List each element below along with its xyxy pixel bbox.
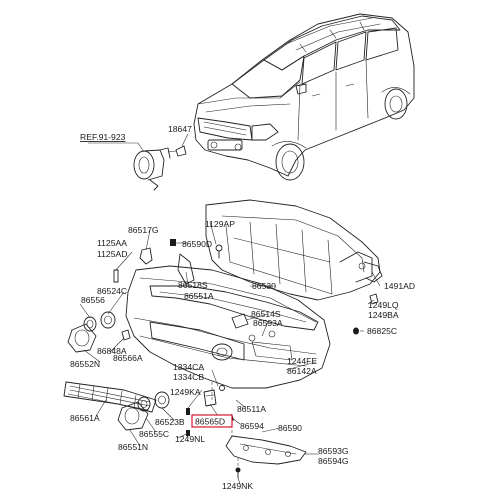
label-1249LQ[interactable]: 1249LQ — [368, 300, 399, 310]
part-labels: REF.91-923 18647 1129AP 86517G 86590D 11… — [70, 124, 415, 491]
label-1125AD[interactable]: 1125AD — [97, 249, 127, 259]
label-86561A[interactable]: 86561A — [70, 413, 100, 423]
label-86555C[interactable]: 86555C — [139, 429, 169, 439]
bumper-absorber — [149, 285, 319, 331]
label-86590[interactable]: 86590 — [278, 423, 302, 433]
label-1129AP[interactable]: 1129AP — [205, 219, 235, 229]
label-1249BA[interactable]: 1249BA — [368, 310, 399, 320]
label-1334CA[interactable]: 1334CA — [173, 362, 204, 372]
label-86530[interactable]: 86530 — [252, 281, 276, 291]
lower-grille — [63, 381, 157, 413]
highlight-box — [191, 414, 233, 428]
label-86518S[interactable]: 86518S — [178, 280, 208, 290]
label-86552N[interactable]: 86552N — [70, 359, 100, 369]
label-1249NK[interactable]: 1249NK — [222, 481, 253, 491]
label-ref-91-923[interactable]: REF.91-923 — [80, 132, 126, 142]
label-86514S[interactable]: 86514S — [251, 309, 281, 319]
label-1125AA[interactable]: 1125AA — [97, 238, 127, 248]
label-1249NL[interactable]: 1249NL — [175, 434, 205, 444]
label-86590D[interactable]: 86590D — [182, 239, 212, 249]
bumper-cover — [125, 265, 331, 389]
label-86556[interactable]: 86556 — [81, 295, 105, 305]
fog-bezels — [67, 311, 170, 431]
lower-skid-plate — [225, 435, 307, 479]
fog-lamp-assembly — [133, 145, 187, 191]
label-86566A[interactable]: 86566A — [113, 353, 143, 363]
label-86142A[interactable]: 86142A — [287, 366, 317, 376]
vehicle-illustration — [193, 13, 415, 181]
label-86593G[interactable]: 86593G — [318, 446, 349, 456]
leader-lines — [79, 133, 381, 485]
label-86593A[interactable]: 86593A — [253, 318, 283, 328]
label-86551N[interactable]: 86551N — [118, 442, 148, 452]
label-86524C[interactable]: 86524C — [97, 286, 127, 296]
label-1334CB[interactable]: 1334CB — [173, 372, 204, 382]
label-18647[interactable]: 18647 — [168, 124, 192, 134]
label-1244FE[interactable]: 1244FE — [287, 356, 317, 366]
label-1491AD[interactable]: 1491AD — [384, 281, 415, 291]
label-86523B[interactable]: 86523B — [155, 417, 185, 427]
label-86511A[interactable]: 86511A — [237, 404, 266, 414]
label-86517G[interactable]: 86517G — [128, 225, 159, 235]
label-86594[interactable]: 86594 — [240, 421, 264, 431]
bumper-carrier — [205, 199, 383, 301]
label-86848A[interactable]: 86848A — [97, 346, 127, 356]
label-86551A[interactable]: 86551A — [184, 291, 214, 301]
label-86594G[interactable]: 86594G — [318, 456, 349, 466]
label-86565D[interactable]: 86565D — [195, 417, 225, 427]
label-1249KA[interactable]: 1249KA — [170, 387, 201, 397]
label-86825C[interactable]: 86825C — [367, 326, 397, 336]
